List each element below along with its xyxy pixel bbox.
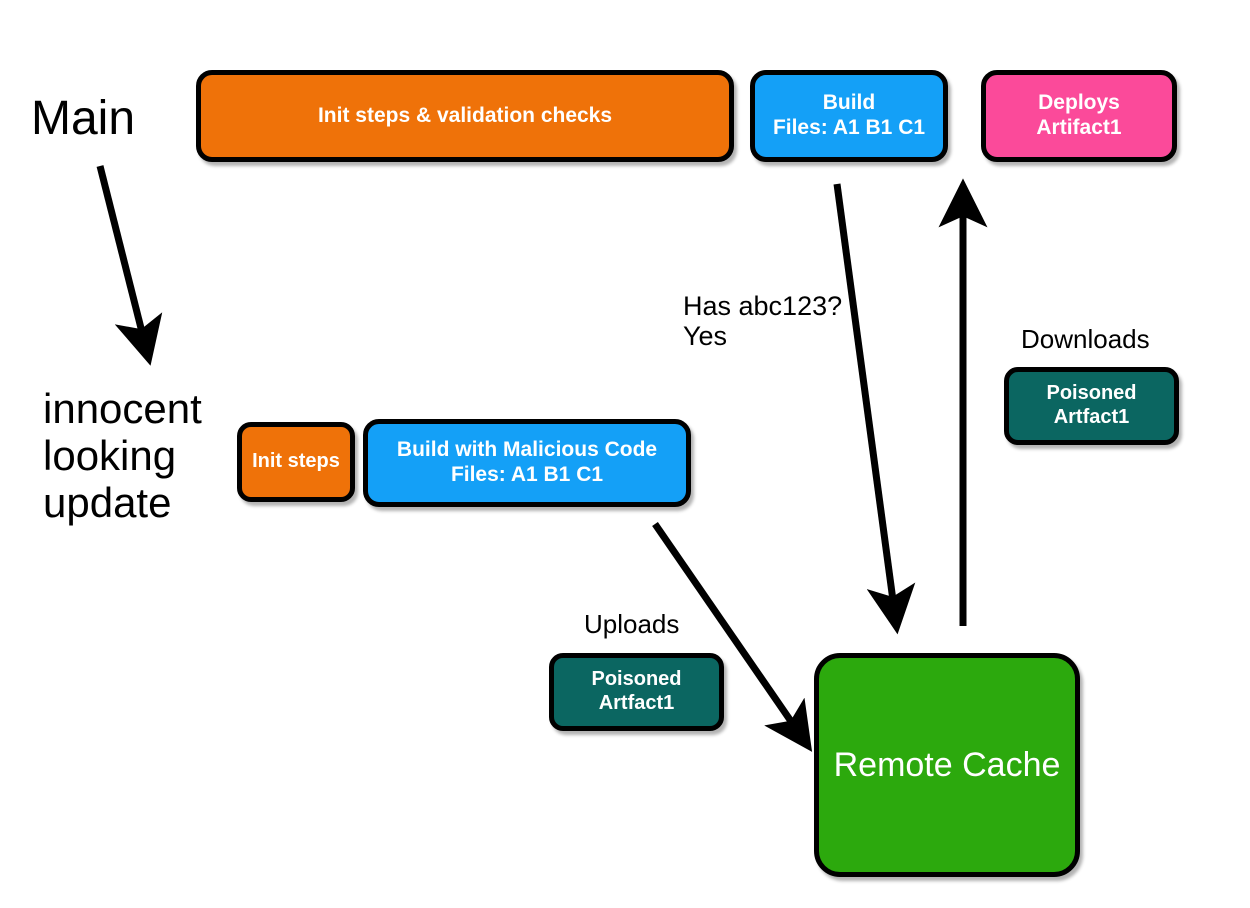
lane-label-main: Main [31,92,136,145]
edge-label-downloads: Downloads [1021,324,1150,354]
lane-label-feature-branch: innocent looking update [43,385,202,527]
node-poisoned-artifact-download[interactable]: Poisoned Artfact1 [1004,367,1179,445]
build-to-cache-lookup-arrow [833,183,916,635]
edge-label-uploads: Uploads [584,609,680,639]
node-init-steps-and-validation-checks[interactable]: Init steps & validation checks [196,70,734,162]
node-deploys-artifact1[interactable]: Deploys Artifact1 [981,70,1177,162]
main-to-feature-arrow [96,165,163,366]
node-poisoned-artifact-upload[interactable]: Poisoned Artfact1 [549,653,724,731]
node-init-steps[interactable]: Init steps [237,422,355,502]
node-build-main[interactable]: Build Files: A1 B1 C1 [750,70,948,162]
node-build-with-malicious-code[interactable]: Build with Malicious Code Files: A1 B1 C… [363,419,691,507]
edge-label-cache-lookup: Has abc123? Yes [683,291,843,352]
node-remote-cache[interactable]: Remote Cache [814,653,1080,877]
